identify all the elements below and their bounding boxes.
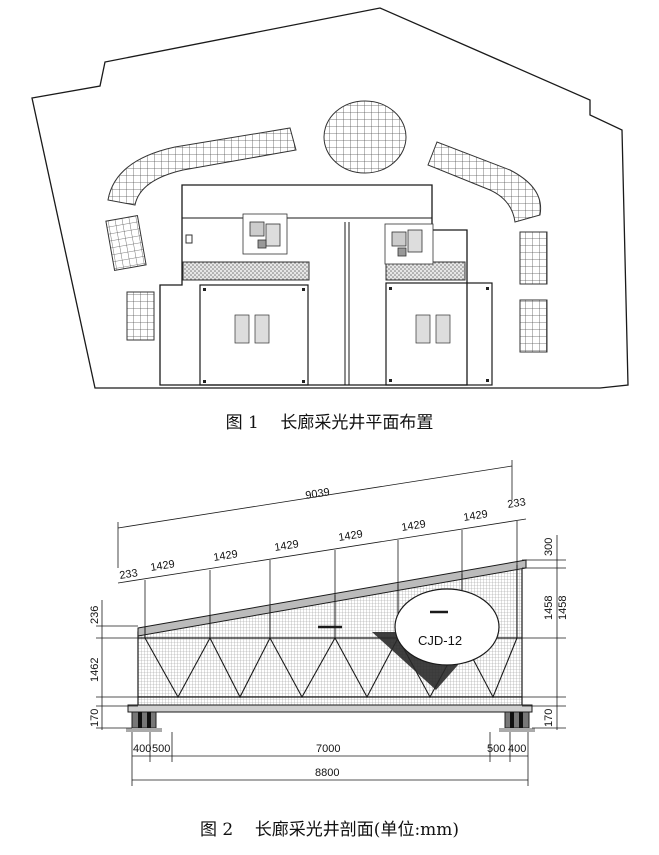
dim-bottom-total: 8800 <box>315 767 339 779</box>
core-right <box>384 223 434 265</box>
dim-right-b: 1458 <box>557 596 569 620</box>
figure-1-caption: 图 1 长廊采光井平面布置 <box>0 408 659 433</box>
skylight-rect-right-1 <box>519 231 548 285</box>
hall-right <box>385 282 493 386</box>
dim-left-top: 236 <box>89 606 101 624</box>
equipment-circle <box>394 588 500 666</box>
dim-left-mid: 1462 <box>89 658 101 682</box>
skylight-circular <box>323 100 407 174</box>
dim-bottom-span: 7000 <box>316 743 340 755</box>
dim-right-a: 1458 <box>543 596 555 620</box>
dim-line-right <box>522 535 566 730</box>
dim-seg-4: 1429 <box>338 528 364 544</box>
dim-bottom-400-left: 400 <box>133 743 151 755</box>
corridor-strip-right <box>385 261 466 281</box>
figure-1-plan-drawing <box>31 7 629 389</box>
dim-right-top: 300 <box>543 538 555 556</box>
hall-left <box>199 284 309 386</box>
dim-seg-5: 1429 <box>401 518 427 534</box>
figure-2-caption: 图 2 长廊采光井剖面(单位:mm) <box>0 815 659 840</box>
hall-left-core <box>234 314 270 344</box>
figure-1-caption-text: 长廊采光井平面布置 <box>280 413 434 433</box>
dim-left-bot: 170 <box>89 709 101 727</box>
dim-right-bot: 170 <box>543 709 555 727</box>
figure-2-caption-number: 图 2 <box>199 820 234 840</box>
skylight-rect-left-2 <box>126 291 155 341</box>
dim-bottom-400-right: 400 <box>508 743 526 755</box>
hall-left-columns <box>203 288 305 383</box>
base-beam <box>127 704 533 713</box>
dim-seg-3: 1429 <box>274 538 300 554</box>
footing-right <box>499 711 535 732</box>
dim-seg-1: 1429 <box>150 558 176 574</box>
dim-line-left <box>96 600 138 730</box>
dim-line-top-inner <box>117 518 527 627</box>
hall-right-columns <box>389 287 489 382</box>
equipment-label: CJD-12 <box>418 633 462 648</box>
dim-bottom-500-left: 500 <box>152 743 170 755</box>
figure-2-caption-text: 长廊采光井剖面(单位:mm) <box>254 820 460 840</box>
dim-line-top-outer <box>117 460 513 568</box>
site-boundary <box>31 7 629 389</box>
dim-seg-6: 1429 <box>463 508 489 524</box>
core-left <box>242 213 288 255</box>
corridor-strip-left <box>182 261 310 281</box>
figure-2-section-drawing: CJD-12 9039 233 233 1429 1429 1429 1429 … <box>89 460 569 786</box>
skylight-curved-right <box>427 141 542 223</box>
dim-bottom-500-right: 500 <box>487 743 505 755</box>
skylight-curved-left <box>107 127 297 206</box>
skylight-rect-right-2 <box>519 299 548 353</box>
dim-seg-end-top: 233 <box>507 496 527 511</box>
figure-1-caption-number: 图 1 <box>225 413 259 433</box>
dim-seg-start: 233 <box>119 567 139 582</box>
hall-right-core <box>415 314 451 344</box>
dim-total-slope: 9039 <box>305 486 331 502</box>
footing-left <box>126 711 162 732</box>
dim-line-bottom <box>131 732 529 786</box>
skylight-rect-left-1 <box>105 215 147 271</box>
dim-seg-2: 1429 <box>213 548 239 564</box>
